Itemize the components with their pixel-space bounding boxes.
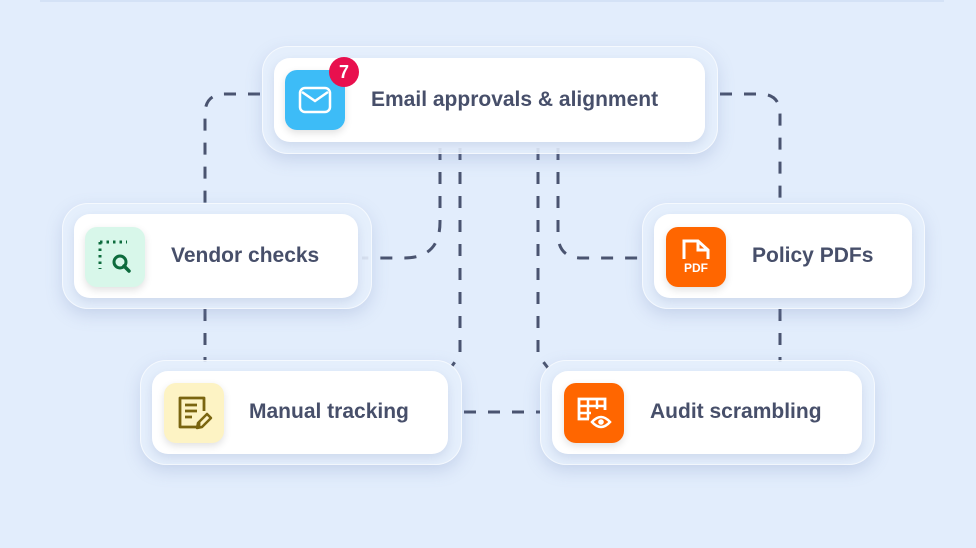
top-divider <box>40 0 944 2</box>
table-eye-icon <box>564 383 624 443</box>
notification-badge: 7 <box>329 57 359 87</box>
connector-email-audit <box>536 148 550 369</box>
search-selection-icon <box>85 227 145 287</box>
connector-email-policy <box>720 92 782 205</box>
pdf-file-icon: PDF <box>666 227 726 287</box>
connector-email-policy-2 <box>556 148 642 260</box>
pdf-icon-text: PDF <box>684 261 708 275</box>
connector-email-vendor-2 <box>362 148 442 260</box>
manual-label: Manual tracking <box>249 400 409 423</box>
connector-email-vendor <box>203 92 260 205</box>
policy-label: Policy PDFs <box>752 244 874 267</box>
vendor-label: Vendor checks <box>171 244 320 267</box>
connector-email-manual <box>450 148 462 367</box>
email-label: Email approvals & alignment <box>371 88 659 111</box>
audit-label: Audit scrambling <box>650 400 822 423</box>
note-edit-icon <box>164 383 224 443</box>
